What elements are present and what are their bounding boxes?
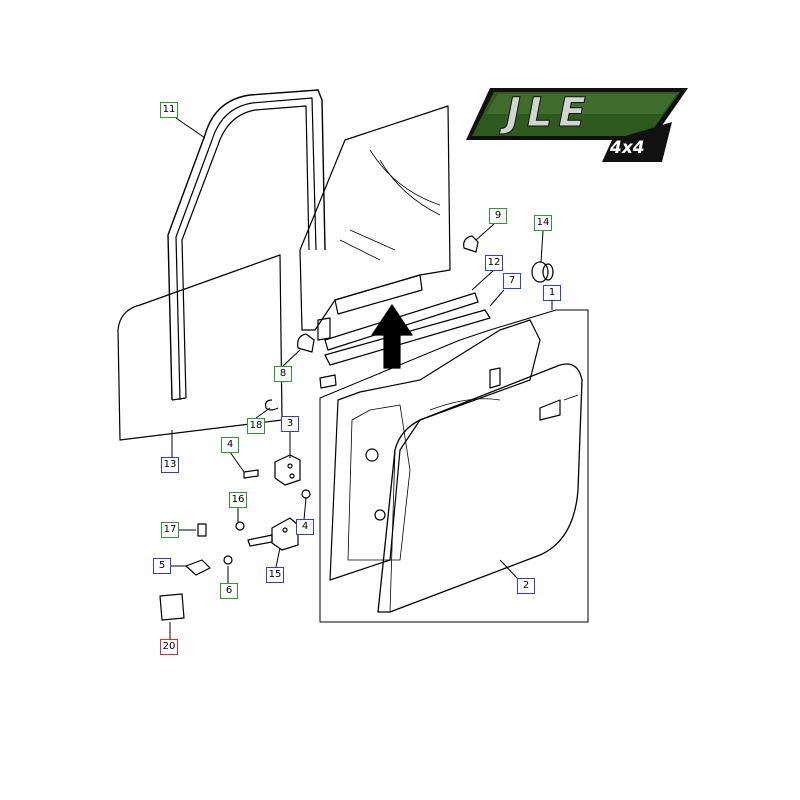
mirror-seal [297,333,315,353]
door-outer-skin [377,363,583,613]
callout-12: 12 [485,255,503,271]
callout-11: 11 [160,102,178,118]
logo-brand-text: JLE [506,90,592,137]
door-trim-panel [117,254,283,441]
leader-lines [169,117,553,640]
pad-part [159,593,185,621]
bolts [185,399,311,576]
callout-16: 16 [229,492,247,508]
logo-badge [466,88,688,162]
door-shell-box [319,309,589,623]
up-arrow [371,304,413,369]
callout-18: 18 [247,418,265,434]
upper-hinge [274,454,301,486]
lower-hinge [247,517,299,551]
jle-4x4-logo: JLE 4x4 [462,84,690,166]
callout-1: 1 [543,285,561,301]
callout-17: 17 [161,522,179,538]
callout-5: 5 [153,558,171,574]
door-inner-frame [329,319,541,581]
window-frame-seal [167,89,326,401]
callout-15: 15 [266,567,284,583]
waist-seals [319,292,491,389]
logo-sub-text: 4x4 [610,138,645,158]
window-glass [299,105,451,341]
callout-4-green: 4 [221,437,239,453]
clip-part [463,235,479,253]
callout-13: 13 [161,457,179,473]
callout-7: 7 [503,273,521,289]
callout-20: 20 [160,639,178,655]
bump-stop [531,261,554,283]
callout-3: 3 [281,416,299,432]
callout-14: 14 [534,215,552,231]
callout-4-blue: 4 [296,519,314,535]
callout-2: 2 [517,578,535,594]
callout-9: 9 [489,208,507,224]
callout-6: 6 [220,583,238,599]
callout-8: 8 [274,366,292,382]
